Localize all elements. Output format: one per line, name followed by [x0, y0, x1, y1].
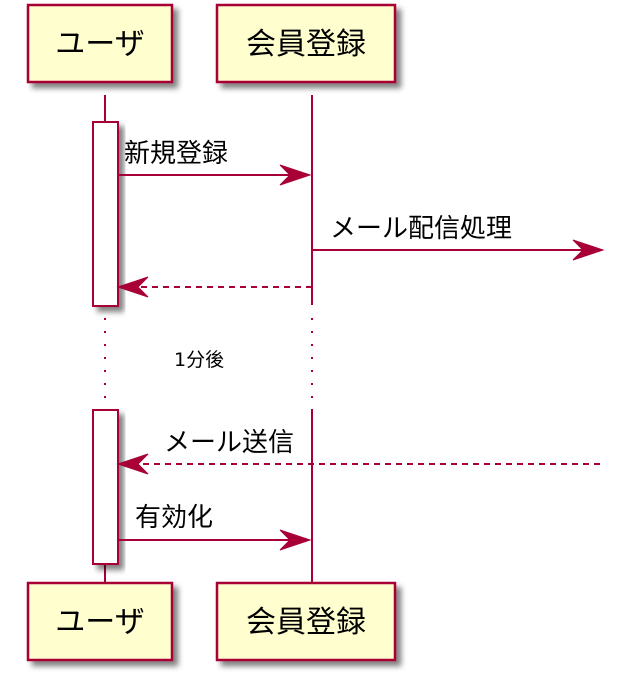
- arrowhead-icon: [279, 529, 312, 551]
- participant-registration-label: 会員登録: [246, 27, 366, 62]
- message-mail-send: メール送信: [116, 428, 600, 475]
- message-new-registration: 新規登録: [118, 139, 312, 186]
- participant-user-top[interactable]: ユーザ: [26, 3, 174, 84]
- participant-user-label-bottom: ユーザ: [55, 605, 144, 640]
- activation-bar-1: [92, 121, 119, 307]
- message-label-mail-send: メール送信: [164, 428, 294, 458]
- participant-user-label: ユーザ: [55, 27, 144, 62]
- arrowhead-icon: [116, 453, 149, 475]
- message-label-activate: 有効化: [135, 503, 213, 533]
- activation-bar-2: [92, 409, 119, 565]
- message-label-new-registration: 新規登録: [124, 139, 228, 169]
- delay-label: 1分後: [174, 349, 224, 371]
- arrowhead-icon: [279, 164, 312, 186]
- message-label-mail-processing: メール配信処理: [330, 214, 512, 244]
- message-mail-processing: メール配信処理: [312, 214, 605, 261]
- message-return: [116, 276, 312, 298]
- participant-registration-label-bottom: 会員登録: [246, 605, 366, 640]
- message-activate: 有効化: [118, 503, 312, 551]
- participant-registration-top[interactable]: 会員登録: [215, 3, 397, 84]
- arrowhead-icon: [116, 276, 149, 298]
- arrowhead-icon: [572, 239, 605, 261]
- participant-user-bottom[interactable]: ユーザ: [26, 581, 174, 662]
- participant-registration-bottom[interactable]: 会員登録: [215, 581, 397, 662]
